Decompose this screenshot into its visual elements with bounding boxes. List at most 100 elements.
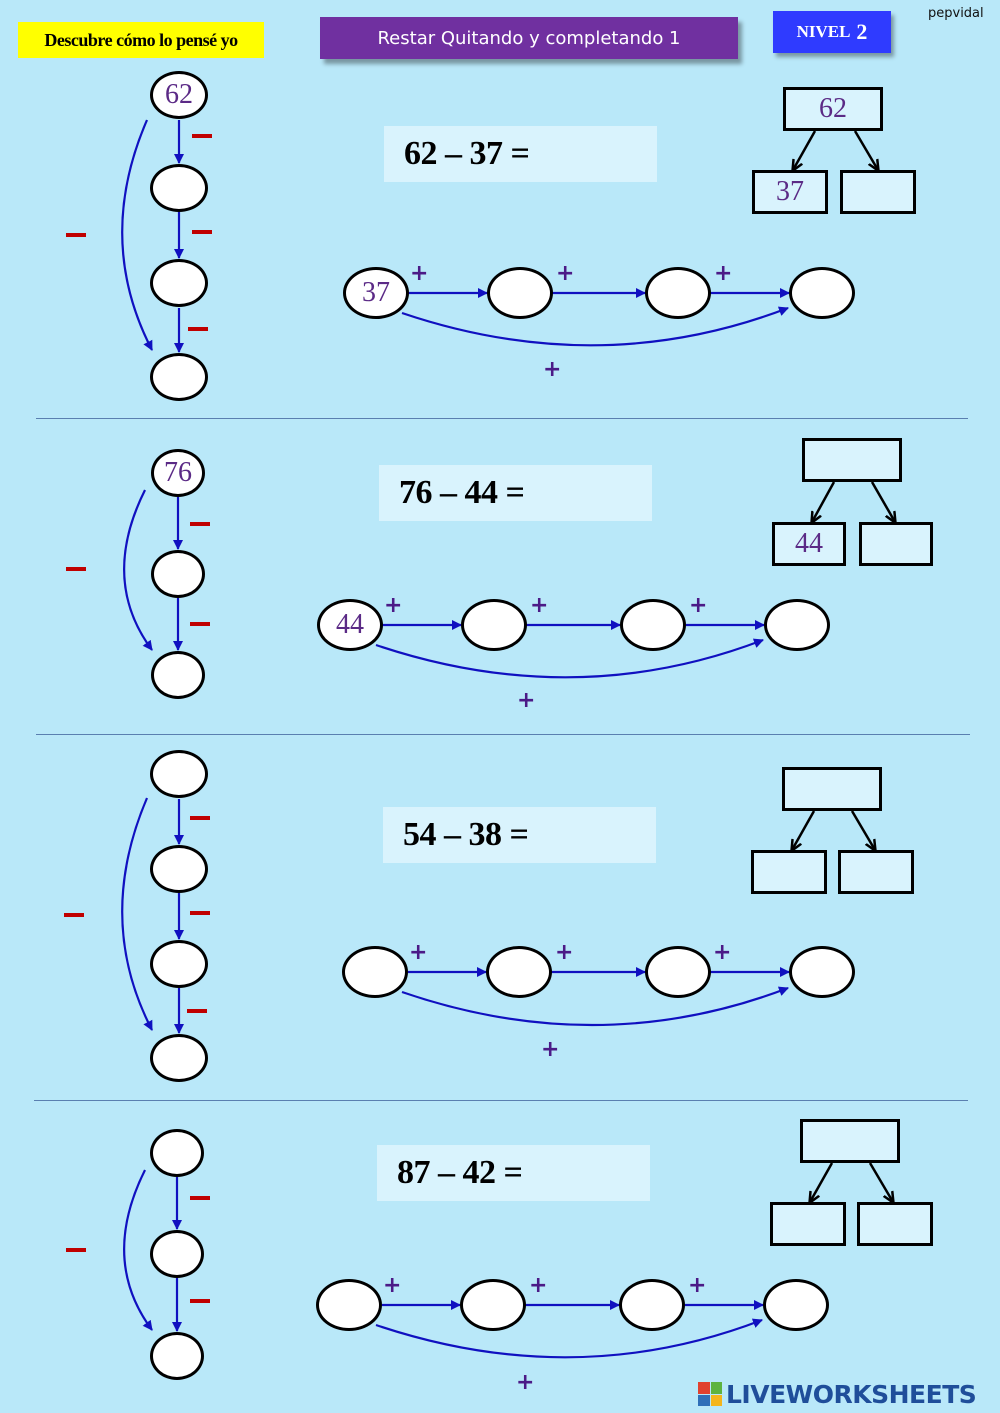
tree-arrow: [870, 481, 895, 522]
minuend-box[interactable]: [802, 438, 902, 482]
answer-bubble[interactable]: [789, 267, 855, 319]
answer-bubble[interactable]: [486, 946, 552, 998]
answer-box[interactable]: [859, 522, 933, 566]
minus-sign: [66, 233, 86, 237]
equation-text: 54 – 38 =: [403, 816, 529, 853]
minuend-box[interactable]: [800, 1119, 900, 1163]
answer-bubble[interactable]: [487, 267, 553, 319]
line-start-bubble[interactable]: [316, 1279, 382, 1331]
plus-sign: +: [383, 1273, 402, 1298]
answer-bubble[interactable]: [789, 946, 855, 998]
chain-start-bubble[interactable]: [150, 1129, 204, 1177]
plus-sign: +: [714, 261, 733, 286]
equation-text: 76 – 44 =: [399, 474, 525, 511]
equation-text: 62 – 37 =: [404, 135, 530, 172]
minus-sign: [188, 327, 208, 331]
plus-sign: +: [556, 261, 575, 286]
chain-arrow-long: [121, 119, 153, 351]
tree-arrow: [850, 810, 875, 850]
chain-arrow-long: [401, 986, 789, 1027]
equation-box: 76 – 44 =: [379, 465, 652, 521]
answer-bubble[interactable]: [150, 353, 208, 401]
minus-sign: [190, 816, 210, 820]
plus-sign: +: [689, 593, 708, 618]
answer-box[interactable]: [840, 170, 916, 214]
subtrahend-box[interactable]: [770, 1202, 846, 1246]
answer-bubble[interactable]: [150, 845, 208, 893]
logo-text: LIVEWORKSHEETS: [726, 1379, 977, 1409]
line-start-bubble[interactable]: [342, 946, 408, 998]
plus-sign: +: [555, 940, 574, 965]
answer-bubble[interactable]: [151, 651, 205, 699]
equation-box: 87 – 42 =: [377, 1145, 650, 1201]
logo-mark-icon: [698, 1382, 722, 1406]
answer-bubble[interactable]: [150, 259, 208, 307]
equation-text: 87 – 42 =: [397, 1154, 523, 1191]
minus-sign: [192, 134, 212, 138]
chain-arrow-long: [375, 1318, 763, 1359]
plus-sign: +: [516, 1370, 535, 1395]
answer-box[interactable]: [857, 1202, 933, 1246]
answer-bubble[interactable]: [620, 599, 686, 651]
answer-bubble[interactable]: [460, 1279, 526, 1331]
answer-bubble[interactable]: [763, 1279, 829, 1331]
plus-sign: +: [384, 593, 403, 618]
section-divider: [34, 1100, 968, 1101]
answer-bubble[interactable]: [151, 550, 205, 598]
section-divider: [36, 734, 970, 735]
answer-bubble[interactable]: [150, 1230, 204, 1278]
minus-sign: [190, 1299, 210, 1303]
minus-sign: [190, 622, 210, 626]
author-credit: pepvidal: [928, 6, 984, 21]
minus-sign: [190, 522, 210, 526]
subtrahend-box[interactable]: [751, 850, 827, 894]
answer-bubble[interactable]: [150, 164, 208, 212]
chain-arrow-long: [123, 489, 153, 651]
answer-bubble[interactable]: [461, 599, 527, 651]
liveworksheets-logo: LIVEWORKSHEETS: [698, 1379, 977, 1409]
plus-sign: +: [410, 261, 429, 286]
plus-sign: +: [517, 688, 536, 713]
equation-box: 54 – 38 =: [383, 807, 656, 863]
chain-arrow-long: [375, 638, 764, 679]
chain-arrow-long: [123, 1169, 153, 1331]
chain-start-bubble: 62: [150, 71, 208, 119]
chain-start-bubble: 76: [151, 449, 205, 497]
answer-box[interactable]: [838, 850, 914, 894]
minus-sign: [64, 913, 84, 917]
subtrahend-box: 44: [772, 522, 846, 566]
chain-arrow-long: [121, 797, 153, 1031]
answer-bubble[interactable]: [764, 599, 830, 651]
tree-arrow: [810, 1162, 834, 1202]
section-divider: [36, 418, 968, 419]
answer-bubble[interactable]: [619, 1279, 685, 1331]
answer-bubble[interactable]: [645, 946, 711, 998]
level-label: NIVEL: [796, 22, 851, 41]
answer-bubble[interactable]: [645, 267, 711, 319]
tree-arrow: [793, 130, 817, 170]
subtrahend-box: 37: [752, 170, 828, 214]
answer-bubble[interactable]: [150, 1332, 204, 1380]
plus-sign: +: [529, 1273, 548, 1298]
tree-arrow: [792, 810, 816, 850]
plus-sign: +: [530, 593, 549, 618]
tree-arrow: [853, 130, 878, 170]
answer-bubble[interactable]: [150, 940, 208, 988]
minus-sign: [66, 567, 86, 571]
chain-arrow-long: [401, 306, 789, 347]
answer-bubble[interactable]: [150, 1034, 208, 1082]
minuend-box: 62: [783, 87, 883, 131]
plus-sign: +: [713, 940, 732, 965]
plus-sign: +: [409, 940, 428, 965]
header-tag: Descubre cómo lo pensé yo: [18, 22, 264, 58]
tree-arrow: [868, 1162, 893, 1202]
plus-sign: +: [541, 1037, 560, 1062]
chain-start-bubble[interactable]: [150, 750, 208, 798]
minuend-box[interactable]: [782, 767, 882, 811]
minus-sign: [187, 1009, 207, 1013]
equation-box: 62 – 37 =: [384, 126, 657, 182]
plus-sign: +: [688, 1273, 707, 1298]
worksheet-title: Restar Quitando y completando 1: [320, 17, 738, 59]
tree-arrow: [812, 481, 836, 522]
minus-sign: [190, 1196, 210, 1200]
